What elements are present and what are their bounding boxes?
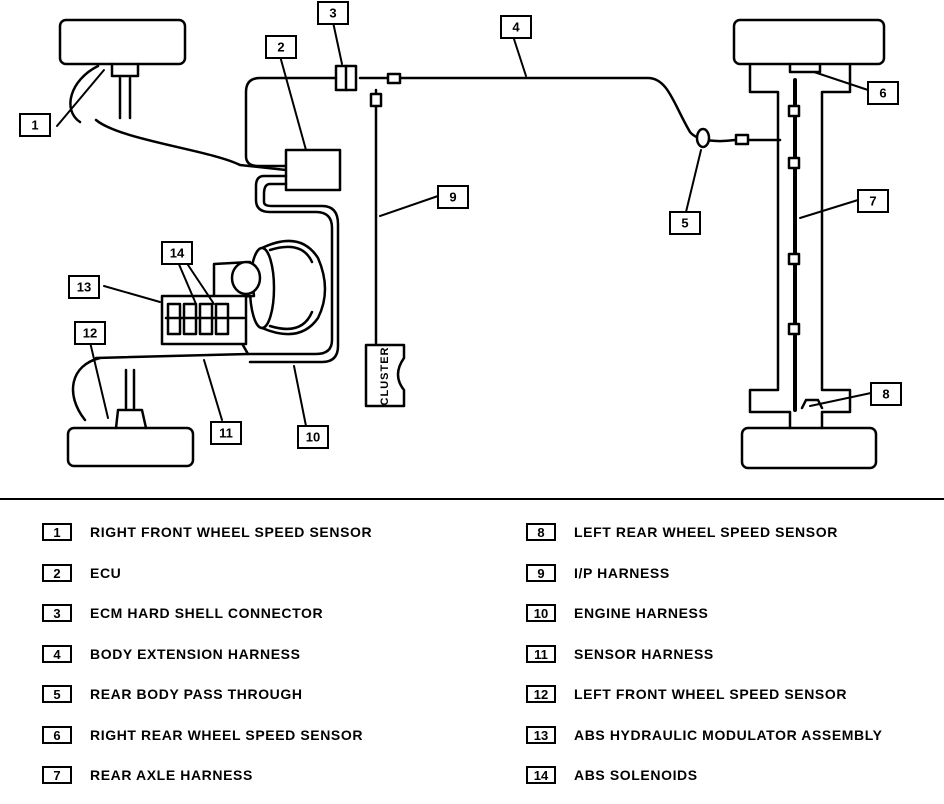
legend-label: BODY EXTENSION HARNESS xyxy=(90,645,301,662)
legend-item-1: 1 RIGHT FRONT WHEEL SPEED SENSOR xyxy=(42,520,372,544)
left-front-wheel xyxy=(66,356,195,468)
leader-lines xyxy=(56,21,872,427)
legend-label: ECM HARD SHELL CONNECTOR xyxy=(90,605,324,621)
legend-number: 7 xyxy=(42,766,72,784)
legend-label: REAR BODY PASS THROUGH xyxy=(90,686,303,702)
legend-item-5: 5 REAR BODY PASS THROUGH xyxy=(42,682,303,706)
legend-number: 6 xyxy=(42,725,72,744)
legend-item-9: 9 I/P HARNESS xyxy=(526,561,670,585)
legend-number: 12 xyxy=(526,685,556,703)
callout-11: 11 xyxy=(210,421,242,445)
legend-item-13: 13 ABS HYDRAULIC MODULATOR ASSEMBLY xyxy=(526,723,883,747)
legend-item-6: 6 RIGHT REAR WHEEL SPEED SENSOR xyxy=(42,723,363,747)
callout-number: 11 xyxy=(219,425,233,440)
legend-item-12: 12 LEFT FRONT WHEEL SPEED SENSOR xyxy=(526,682,847,706)
cluster-label: CLUSTER xyxy=(379,347,391,406)
callout-number: 14 xyxy=(170,245,185,260)
callout-number: 4 xyxy=(512,19,520,34)
legend-number: 14 xyxy=(526,766,556,784)
legend-item-7: 7 REAR AXLE HARNESS xyxy=(42,763,253,787)
callout-7: 7 xyxy=(857,189,889,213)
legend-number: 8 xyxy=(526,523,556,541)
legend-label: ENGINE HARNESS xyxy=(574,605,709,621)
sensor-harness xyxy=(94,352,250,360)
legend-label: ABS SOLENOIDS xyxy=(574,767,698,783)
brake-booster xyxy=(212,239,327,336)
callout-number: 2 xyxy=(277,39,284,54)
legend-label: LEFT FRONT WHEEL SPEED SENSOR xyxy=(574,686,848,702)
legend-label: REAR AXLE HARNESS xyxy=(90,767,253,783)
callout-number: 13 xyxy=(77,279,91,294)
legend-number: 13 xyxy=(526,725,556,744)
callout-number: 1 xyxy=(31,117,38,132)
legend-label: LEFT REAR WHEEL SPEED SENSOR xyxy=(574,524,838,540)
callout-10: 10 xyxy=(297,425,329,449)
callout-number: 10 xyxy=(306,429,320,444)
callout-3: 3 xyxy=(317,1,349,25)
right-front-wheel xyxy=(58,18,187,124)
legend-item-2: 2 ECU xyxy=(42,561,121,585)
callout-number: 5 xyxy=(681,215,688,230)
abs-hydraulic-modulator xyxy=(160,294,248,346)
legend-item-11: 11 SENSOR HARNESS xyxy=(526,642,714,666)
legend: 1 RIGHT FRONT WHEEL SPEED SENSOR 2 ECU 3 ECM … xyxy=(0,520,944,804)
legend-number: 1 xyxy=(42,523,72,541)
engine-harness xyxy=(238,174,334,356)
callout-8: 8 xyxy=(870,382,902,406)
legend-label: ABS HYDRAULIC MODULATOR ASSEMBLY xyxy=(574,726,883,743)
callout-6: 6 xyxy=(867,81,899,105)
legend-item-10: 10 ENGINE HARNESS xyxy=(526,601,708,625)
callout-number: 7 xyxy=(869,193,876,208)
callout-5: 5 xyxy=(669,211,701,235)
body-extension-harness xyxy=(358,76,782,143)
legend-number: 11 xyxy=(526,644,556,663)
callout-14: 14 xyxy=(161,241,193,265)
legend-number: 3 xyxy=(42,604,72,622)
legend-label: RIGHT FRONT WHEEL SPEED SENSOR xyxy=(90,524,373,540)
callout-2: 2 xyxy=(265,35,297,59)
callout-number: 3 xyxy=(329,5,336,20)
callout-1: 1 xyxy=(19,113,51,137)
callout-number: 12 xyxy=(83,325,97,340)
rear-axle-assembly xyxy=(732,18,886,470)
callout-4: 4 xyxy=(500,15,532,39)
ecu xyxy=(284,148,342,192)
legend-label: I/P HARNESS xyxy=(574,564,670,581)
legend-label: ECU xyxy=(90,564,122,581)
legend-item-14: 14 ABS SOLENOIDS xyxy=(526,763,698,787)
callout-13: 13 xyxy=(68,275,100,299)
legend-item-3: 3 ECM HARD SHELL CONNECTOR xyxy=(42,601,323,625)
legend-number: 10 xyxy=(526,604,556,622)
divider-line xyxy=(0,498,944,500)
legend-item-8: 8 LEFT REAR WHEEL SPEED SENSOR xyxy=(526,520,838,544)
legend-number: 4 xyxy=(42,644,72,663)
legend-label: RIGHT REAR WHEEL SPEED SENSOR xyxy=(90,726,364,743)
callout-number: 8 xyxy=(882,386,889,401)
legend-number: 9 xyxy=(526,563,556,582)
legend-number: 5 xyxy=(42,685,72,703)
legend-number: 2 xyxy=(42,563,72,582)
legend-label: SENSOR HARNESS xyxy=(574,645,714,662)
callout-number: 9 xyxy=(449,189,456,204)
callout-12: 12 xyxy=(74,321,106,345)
cluster-connector xyxy=(364,343,406,408)
callout-number: 6 xyxy=(879,85,886,100)
callout-9: 9 xyxy=(437,185,469,209)
legend-item-4: 4 BODY EXTENSION HARNESS xyxy=(42,642,301,666)
